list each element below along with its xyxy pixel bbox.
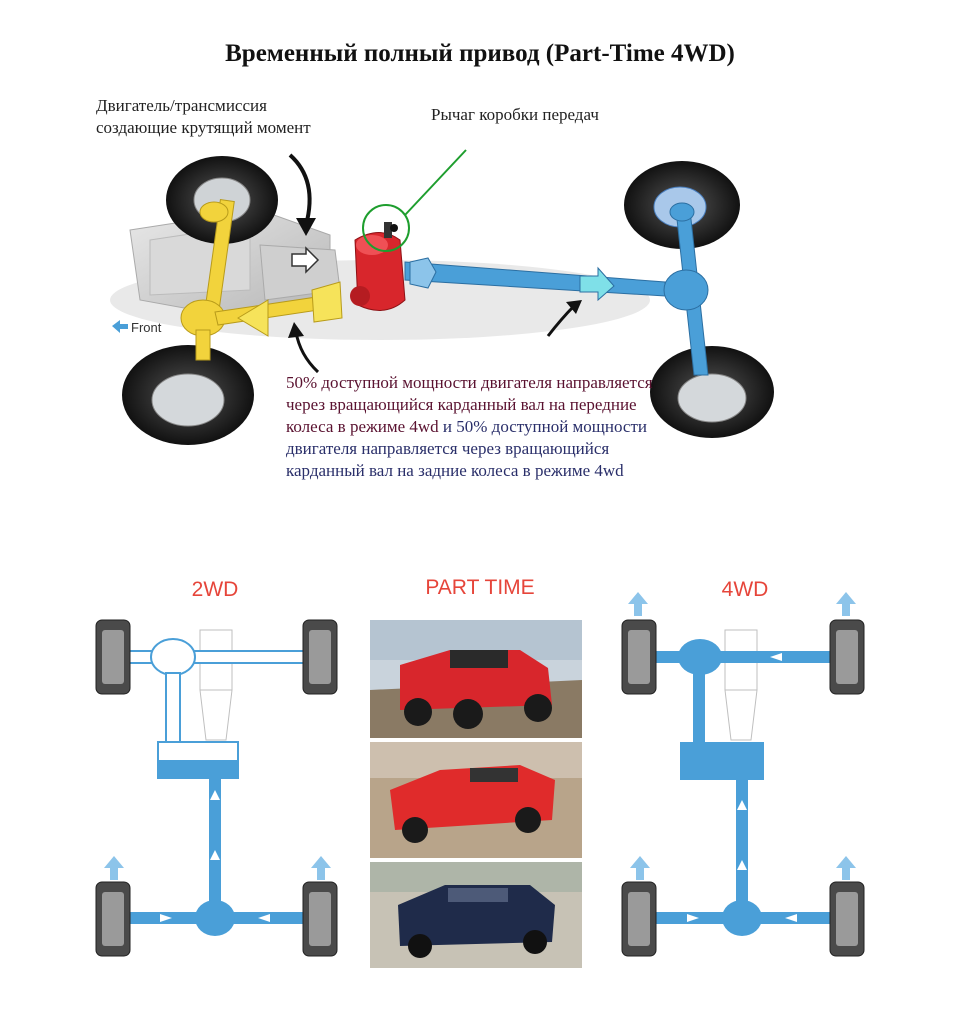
front-left-traction-arrow xyxy=(628,592,648,616)
front-direction-icon xyxy=(112,320,128,333)
schematic-2wd xyxy=(95,619,338,957)
rear-power-arrow xyxy=(579,266,615,302)
gear-lever-indicator xyxy=(362,149,467,252)
engine-transmission-label: Двигатель/трансмиссия создающие крутящий… xyxy=(96,96,311,137)
page-title: Временный полный привод (Part-Time 4WD) xyxy=(225,40,735,67)
rear-axle xyxy=(663,202,709,376)
engine-torque-arrow xyxy=(291,246,320,274)
front-axle xyxy=(180,199,343,361)
rear-left-traction-arrow xyxy=(104,856,124,880)
rear-right-wheel xyxy=(650,346,774,438)
rear-driveshaft xyxy=(404,257,666,302)
schematic-4wd xyxy=(621,592,865,957)
front-direction-label: Front xyxy=(131,320,162,335)
rear-right-traction-arrow xyxy=(311,856,331,880)
power-distribution-note: 50% доступной мощности двигателя направл… xyxy=(286,372,676,482)
engine-block xyxy=(129,209,341,321)
mode-title-2wd: 2WD xyxy=(191,578,239,601)
mode-title-4wd: 4WD xyxy=(721,578,769,601)
front-power-arrow xyxy=(237,299,269,337)
front-right-wheel xyxy=(122,345,254,445)
power-note-rear: и 50% доступной мощности двигателя напра… xyxy=(286,417,647,480)
photo-red-jeep xyxy=(370,620,582,738)
engine-pointer-arrow xyxy=(288,153,312,226)
gear-lever-label: Рычаг коробки передач xyxy=(431,105,599,124)
front-right-traction-arrow xyxy=(836,592,856,616)
rear-left-traction-arrow xyxy=(630,856,650,880)
transfer-case xyxy=(350,222,406,311)
rear-right-traction-arrow xyxy=(836,856,856,880)
photo-red-pickup xyxy=(370,742,582,858)
mode-title-part-time: PART TIME xyxy=(425,576,535,599)
photo-dark-suv xyxy=(370,862,582,968)
power-note-front: 50% доступной мощности двигателя направл… xyxy=(286,373,653,436)
